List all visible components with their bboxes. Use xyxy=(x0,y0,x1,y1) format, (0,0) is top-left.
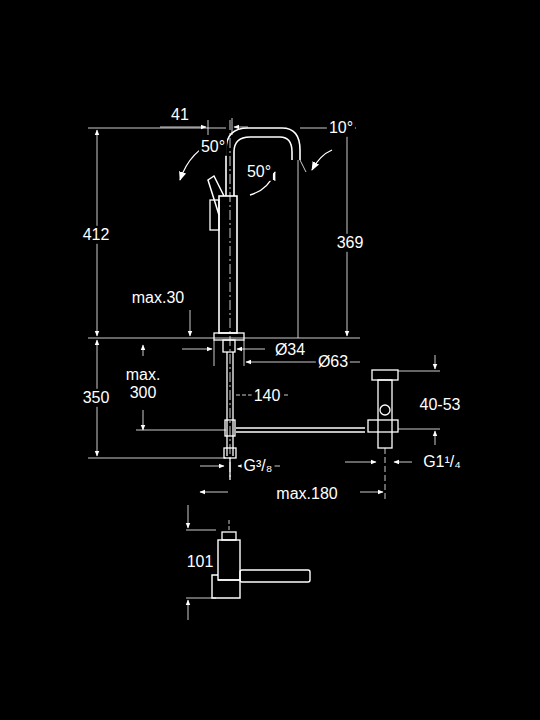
diameter-text: Ø63 xyxy=(316,353,350,371)
dimension-text: 40-53 xyxy=(418,396,463,414)
dimension-text: 412 xyxy=(81,226,112,244)
diameter-text: Ø34 xyxy=(273,341,307,359)
angle-text: 50° xyxy=(199,138,227,156)
thread-text: G³/₈ xyxy=(242,457,275,475)
angle-text: 50° xyxy=(245,163,273,181)
angle-text: 10° xyxy=(327,119,355,137)
dimension-text: max.30 xyxy=(130,289,186,307)
dimension-text: max.180 xyxy=(274,485,339,503)
dimension-text: max. 300 xyxy=(119,366,167,403)
dimension-text: 41 xyxy=(169,106,191,124)
dimension-text: 101 xyxy=(185,553,216,571)
dimension-text: 350 xyxy=(81,389,112,407)
thread-text: G1¹/₄ xyxy=(421,453,463,471)
dimension-text: 140 xyxy=(252,387,283,405)
dimension-text: 369 xyxy=(335,234,366,252)
